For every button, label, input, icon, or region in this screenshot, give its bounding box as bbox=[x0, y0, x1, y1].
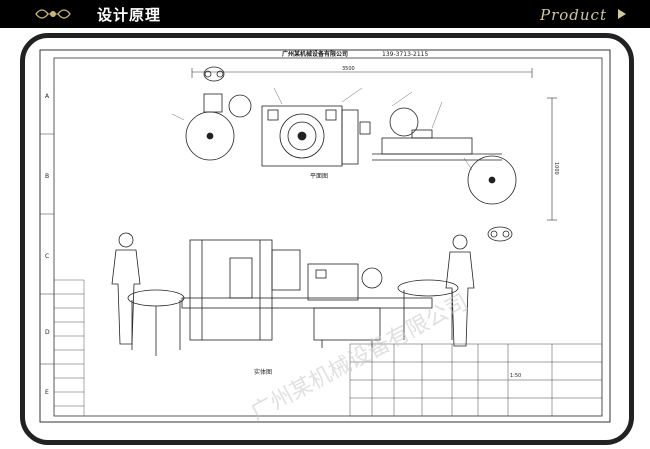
title-block bbox=[349, 343, 603, 417]
leader-lines bbox=[171, 87, 473, 171]
section-title: 设计原理 bbox=[97, 6, 162, 24]
play-arrow-icon[interactable] bbox=[618, 9, 626, 19]
height-dimension: 1000 bbox=[547, 97, 559, 221]
row-label-b: B bbox=[45, 173, 49, 180]
ornament-icon bbox=[35, 9, 71, 19]
row-labels: A B C D E bbox=[40, 93, 54, 396]
watermark: 广州某机械设备有限公司 bbox=[247, 290, 472, 426]
height-dimension-value: 1000 bbox=[553, 162, 559, 175]
row-label-d: D bbox=[45, 329, 50, 336]
left-info-table bbox=[53, 279, 85, 417]
drawing-frame bbox=[20, 33, 634, 445]
row-label-a: A bbox=[45, 93, 50, 100]
row-label-c: C bbox=[45, 253, 49, 260]
front-view-label: 实体图 bbox=[254, 368, 272, 376]
top-view-label: 平面图 bbox=[310, 173, 328, 180]
product-label: Product bbox=[540, 6, 607, 24]
engineering-drawing: A B C D E 广州某机械设备有限公司 139-3713-2115 3500… bbox=[39, 49, 611, 426]
row-label-e: E bbox=[45, 389, 49, 396]
width-dimension-value: 3500 bbox=[342, 66, 355, 72]
section-header: 设计原理 Product bbox=[0, 0, 650, 28]
top-view bbox=[185, 66, 517, 242]
company-line: 广州某机械设备有限公司 bbox=[282, 50, 348, 58]
scale-value: 1:50 bbox=[510, 373, 521, 379]
company-phone: 139-3713-2115 bbox=[382, 51, 429, 58]
width-dimension: 3500 bbox=[191, 66, 533, 78]
front-view bbox=[111, 232, 475, 356]
